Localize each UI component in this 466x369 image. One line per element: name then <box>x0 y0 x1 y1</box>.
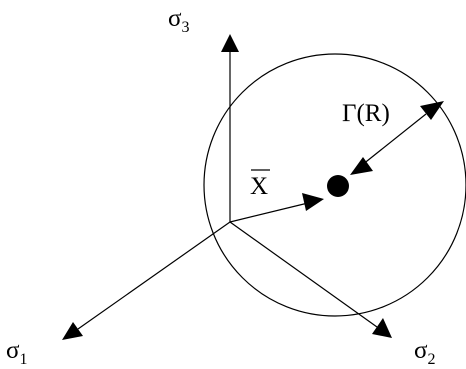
radius-label: Γ(R) <box>342 100 390 127</box>
axis-sigma2-arrowhead <box>372 318 392 338</box>
sphere-circle <box>203 53 466 317</box>
axis-sigma1 <box>77 221 231 330</box>
radius-line <box>361 113 427 166</box>
vector-x <box>229 202 309 223</box>
sigma1-label: σ1 <box>6 337 27 368</box>
center-point <box>327 175 349 197</box>
axis-sigma3-arrowhead <box>221 34 239 52</box>
axis-sigma1-arrowhead <box>62 322 83 340</box>
sigma2-label: σ2 <box>414 337 435 368</box>
axis-sigma2 <box>229 221 378 328</box>
sigma3-label: σ3 <box>168 5 189 36</box>
vector-x-arrowhead <box>302 193 324 211</box>
radius-arrowhead-outer <box>420 101 444 120</box>
vector-x-label: X <box>250 173 268 200</box>
radius-arrowhead-inner <box>350 157 373 175</box>
